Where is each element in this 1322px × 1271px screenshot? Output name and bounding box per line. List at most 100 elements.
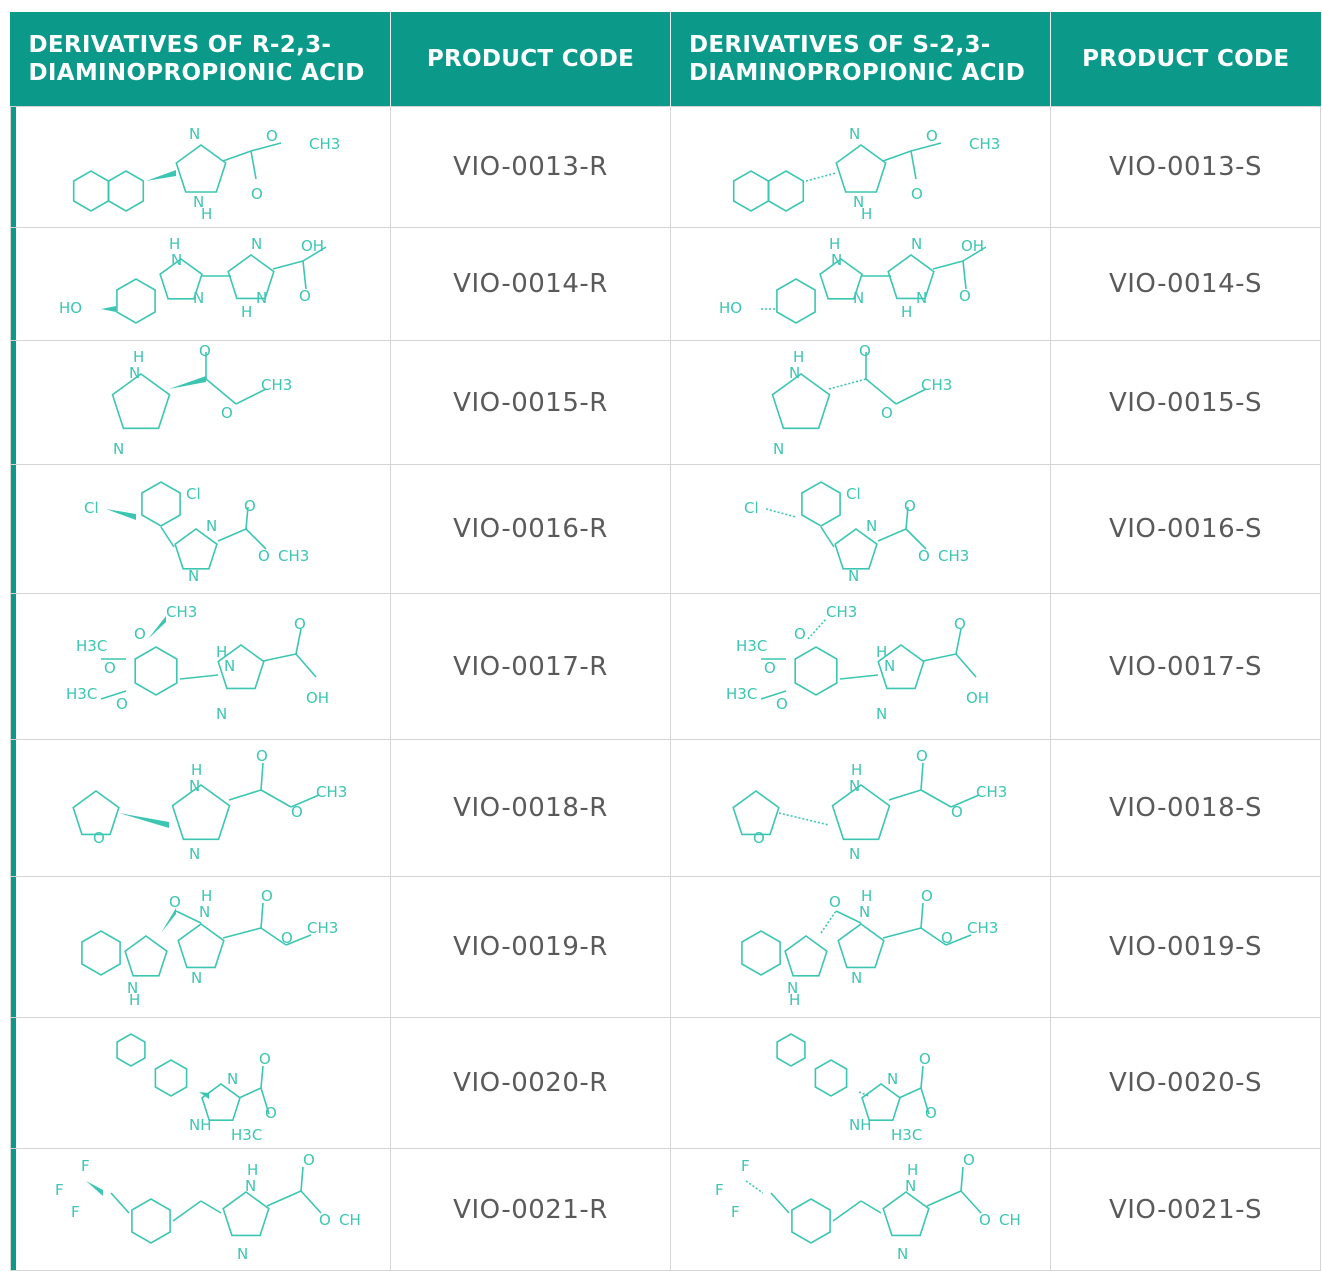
table-header-row: DERIVATIVES OF R-2,3-DIAMINOPROPIONIC AC… (10, 12, 1321, 107)
atom-label: N (831, 251, 842, 269)
atom-label: O (859, 344, 871, 360)
atom-label: CH3 (307, 919, 338, 937)
atom-label: CH3 (938, 547, 969, 565)
header-s-product-code: PRODUCT CODE (1050, 12, 1321, 107)
atom-label: F (81, 1157, 90, 1175)
atom-label: O (925, 1104, 937, 1122)
atom-label: N (911, 235, 922, 253)
atom-label: O (261, 887, 273, 905)
s-product-code: VIO-0013-S (1050, 106, 1321, 228)
atom-label: O (916, 747, 928, 765)
atom-label: O (266, 127, 278, 145)
atom-label: N (884, 657, 895, 675)
atom-label: CH3 (976, 783, 1007, 801)
atom-label: N (191, 969, 202, 987)
atom-label: Cl (744, 499, 759, 517)
atom-label: H3C (66, 685, 97, 703)
atom-label: N (193, 193, 204, 211)
atom-label: H (901, 303, 912, 321)
header-s-derivatives: DERIVATIVES OF S-2,3-DIAMINOPROPIONIC AC… (670, 12, 1051, 107)
s-product-code: VIO-0021-S (1050, 1148, 1321, 1271)
atom-label: N (897, 1245, 908, 1263)
atom-label: H3C (76, 637, 107, 655)
s-product-code: VIO-0015-S (1050, 340, 1321, 465)
atom-label: H (876, 643, 887, 661)
table-row: FFFHNONOCH3VIO-0021-RFFFHNONOCH3VIO-0021… (10, 1148, 1321, 1271)
atom-label: N (905, 1177, 916, 1195)
atom-label: O (265, 1104, 277, 1122)
atom-label: O (918, 547, 930, 565)
atom-label: N (199, 903, 210, 921)
atom-label: O (764, 659, 776, 677)
atom-label: N (787, 979, 798, 997)
atom-label: OH (966, 689, 989, 707)
atom-label: O (753, 829, 765, 847)
atom-label: O (294, 615, 306, 633)
atom-label: O (979, 1211, 991, 1229)
atom-label: CH3 (969, 135, 1000, 153)
atom-label: N (773, 440, 784, 458)
atom-label: O (954, 615, 966, 633)
r-product-code: VIO-0016-R (390, 464, 671, 594)
atom-label: N (113, 440, 124, 458)
atom-label: N (866, 517, 877, 535)
atom-label: F (715, 1181, 724, 1199)
atom-label: N (216, 705, 227, 723)
atom-label: H (129, 991, 140, 1009)
atom-label: O (303, 1151, 315, 1169)
s-molecule-structure: FFFHNONOCH3 (715, 1151, 1021, 1263)
r-product-code: VIO-0019-R (390, 876, 671, 1018)
atom-label: H (829, 235, 840, 253)
atom-label: O (926, 127, 938, 145)
atom-label: H (201, 887, 212, 905)
atom-label: N (887, 1070, 898, 1088)
atom-label: O (116, 695, 128, 713)
atom-label: OH (306, 689, 329, 707)
atom-label: N (789, 364, 800, 382)
atom-label: N (859, 903, 870, 921)
s-product-code: VIO-0019-S (1050, 876, 1321, 1018)
atom-label: H (793, 348, 804, 366)
atom-label: CH3 (261, 376, 292, 394)
s-product-code: VIO-0018-S (1050, 739, 1321, 877)
atom-label: HO (719, 299, 742, 317)
atom-label: CH3 (316, 783, 347, 801)
product-table: DERIVATIVES OF R-2,3-DIAMINOPROPIONIC AC… (10, 12, 1321, 1271)
atom-label: O (904, 497, 916, 515)
s-product-code: VIO-0017-S (1050, 593, 1321, 740)
atom-label: O (104, 659, 116, 677)
atom-label: O (941, 929, 953, 947)
atom-label: N (189, 777, 200, 795)
atom-label: O (829, 893, 841, 911)
atom-label: N (171, 251, 182, 269)
r-molecule-structure: FFFHNONOCH3 (55, 1151, 361, 1263)
s-product-code: VIO-0014-S (1050, 227, 1321, 341)
atom-label: CH3 (826, 603, 857, 621)
atom-label: N (189, 845, 200, 863)
atom-label: H (169, 235, 180, 253)
atom-label: F (731, 1203, 740, 1221)
atom-label: N (206, 517, 217, 535)
atom-label: O (281, 929, 293, 947)
r-structure-cell: FFFHNONOCH3 (10, 1148, 391, 1271)
s-structure-cell: FFFHNONOCH3 (670, 1148, 1051, 1271)
atom-label: H3C (231, 1126, 262, 1144)
atom-label: H (241, 303, 252, 321)
atom-label: Cl (84, 499, 99, 517)
